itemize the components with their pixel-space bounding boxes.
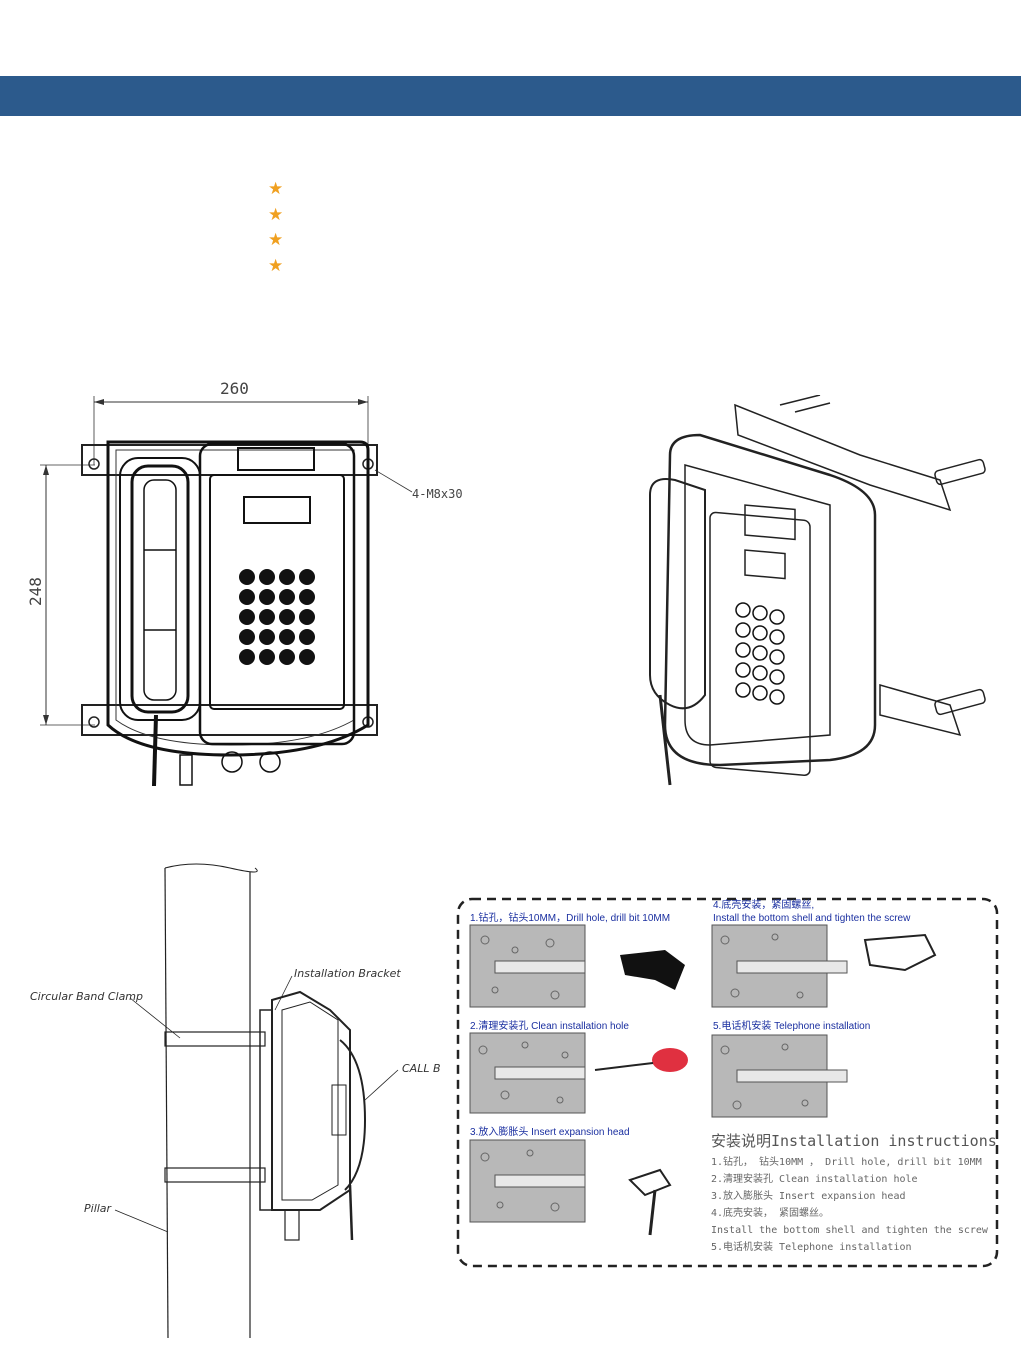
instruction-line: 2.清理安装孔 Clean installation hole xyxy=(711,1172,918,1185)
front-dimension-drawing: 260 248 4-M8x30 xyxy=(26,379,463,787)
step-5-label: 5.电话机安装 Telephone installation xyxy=(713,1019,870,1032)
screw-label: 4-M8x30 xyxy=(412,487,463,501)
step-4-label: 4.底壳安装，紧固螺丝, xyxy=(713,898,814,911)
call-box-label: CALL BOX xyxy=(402,1062,440,1075)
step-4-label-2: Install the bottom shell and tighten the… xyxy=(713,913,911,924)
instruction-line: 1.钻孔， 钻头10MM ， Drill hole, drill bit 10M… xyxy=(711,1155,982,1168)
header-banner xyxy=(0,76,1021,116)
installation-steps-panel: 1.钻孔，钻头10MM，Drill hole, drill bit 10MM 2… xyxy=(456,897,999,1268)
pillar-label: Pillar xyxy=(84,1202,113,1215)
instruction-line: 5.电话机安装 Telephone installation xyxy=(711,1240,912,1253)
star-icon: ★ xyxy=(268,205,284,224)
instruction-line: 3.放入膨胀头 Insert expansion head xyxy=(711,1189,906,1202)
step-3-label: 3.放入膨胀头 Insert expansion head xyxy=(470,1125,630,1138)
instruction-line: 4.底壳安装， 紧固螺丝。 xyxy=(711,1206,829,1219)
height-dimension: 248 xyxy=(26,577,45,606)
star-icon: ★ xyxy=(268,256,284,275)
instructions-title: 安装说明Installation instructions xyxy=(711,1132,997,1150)
width-dimension: 260 xyxy=(220,379,249,398)
perspective-drawing xyxy=(649,395,986,786)
circular-band-clamp-label: Circular Band Clamp xyxy=(30,990,143,1003)
star-icon: ★ xyxy=(268,179,284,198)
pillar-mounting-drawing: Installation Bracket Circular Band Clamp… xyxy=(30,863,440,1339)
step-1-label: 1.钻孔，钻头10MM，Drill hole, drill bit 10MM xyxy=(470,911,670,924)
star-icon: ★ xyxy=(268,230,284,249)
installation-bracket-label: Installation Bracket xyxy=(294,967,401,980)
instruction-line: Install the bottom shell and tighten the… xyxy=(711,1225,989,1236)
step-2-label: 2.清理安装孔 Clean installation hole xyxy=(470,1019,629,1032)
